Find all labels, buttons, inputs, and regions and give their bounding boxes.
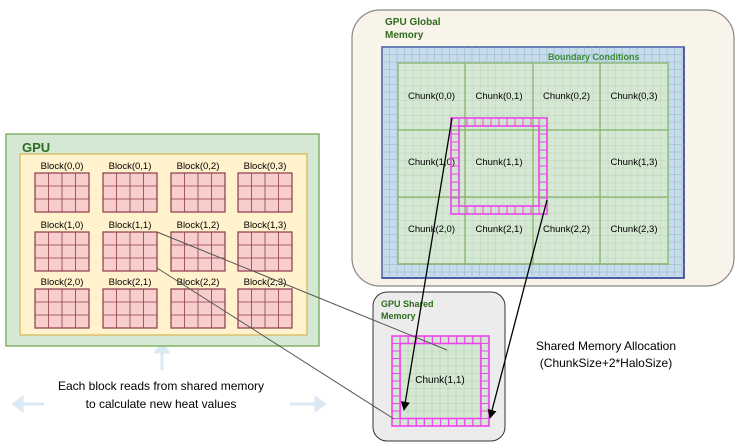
allocation-label-line2: (ChunkSize+2*HaloSize): [540, 356, 672, 370]
chunk-label: Chunk(0,1): [476, 91, 523, 102]
gpu-block-label: Block(1,3): [244, 220, 287, 231]
chunk-label: Chunk(1,1): [476, 157, 523, 168]
note-line1: Each block reads from shared memory: [58, 379, 264, 393]
chunk-label: Chunk(0,3): [611, 91, 658, 102]
gpu-block: Block(2,1): [102, 277, 158, 329]
gpu-block: Block(0,0): [34, 161, 90, 213]
shared-memory-title-line1: GPU Shared: [381, 299, 434, 309]
chunk-major-grid: [398, 63, 668, 264]
gpu-block-label: Block(0,1): [109, 161, 152, 172]
gpu-panel: GPU Block(0,0)Block(0,1)Block(0,2)Block(…: [5, 133, 320, 347]
arrow-right: [487, 199, 548, 419]
gpu-block-label: Block(2,3): [244, 277, 287, 288]
chunk-label: Chunk(0,2): [543, 91, 590, 102]
gpu-block: Block(0,2): [170, 161, 226, 213]
connector-block11-bottom: [156, 267, 395, 420]
gpu-block-label: Block(1,0): [41, 220, 84, 231]
gpu-block: Block(1,2): [170, 220, 226, 272]
gpu-block-label: Block(2,0): [41, 277, 84, 288]
gpu-block-label: Block(1,2): [177, 220, 220, 231]
chunk-label: Chunk(1,0): [408, 157, 455, 168]
gpu-block: Block(2,0): [34, 277, 90, 329]
gpu-block: Block(1,0): [34, 220, 90, 272]
halo-outline-global: [450, 117, 548, 215]
gpu-block: Block(0,1): [102, 161, 158, 213]
gpu-block-label: Block(0,3): [244, 161, 287, 172]
shared-chunk-label: Chunk(1,1): [415, 375, 464, 386]
chunk-labels: Chunk(0,0) Chunk(0,1) Chunk(0,2) Chunk(0,3)…: [408, 91, 658, 235]
gpu-block: Block(1,3): [237, 220, 293, 272]
chunk-label: Chunk(2,1): [476, 224, 523, 235]
allocation-label-line1: Shared Memory Allocation: [536, 339, 676, 353]
global-memory-panel: GPU Global Memory Boundary Conditions Ch…: [351, 9, 735, 287]
chunk-label: Chunk(0,0): [408, 91, 455, 102]
gpu-block: Block(2,2): [170, 277, 226, 329]
gpu-block-grid: Block(0,0) Block(0,1) Block(0,2) Block(0,3)…: [34, 161, 293, 329]
global-memory-title-line2: Memory: [385, 30, 424, 41]
connectors: [156, 117, 548, 420]
gpu-block-label: Block(1,1): [109, 220, 152, 231]
note-line2: to calculate new heat values: [86, 397, 237, 411]
shared-memory-title-line2: Memory: [381, 311, 416, 321]
faint-arrows: [11, 340, 327, 413]
gpu-block-label: Block(0,2): [177, 161, 220, 172]
chunk-label: Chunk(2,3): [611, 224, 658, 235]
global-memory-title-line1: GPU Global: [385, 17, 441, 28]
gpu-block: Block(1,1): [102, 220, 158, 272]
connector-block11-top: [156, 231, 448, 351]
gpu-block-label: Block(0,0): [41, 161, 84, 172]
gpu-title: GPU: [22, 140, 50, 155]
arrow-left: [400, 117, 453, 411]
gpu-block: Block(0,3): [237, 161, 293, 213]
chunk-label: Chunk(1,3): [611, 157, 658, 168]
gpu-block-label: Block(2,1): [109, 277, 152, 288]
gpu-block-label: Block(2,2): [177, 277, 220, 288]
boundary-conditions-label: Boundary Conditions: [548, 52, 640, 62]
chunk-label: Chunk(2,0): [408, 224, 455, 235]
chunk-label: Chunk(2,2): [543, 224, 590, 235]
gpu-block: Block(2,3): [237, 277, 293, 329]
